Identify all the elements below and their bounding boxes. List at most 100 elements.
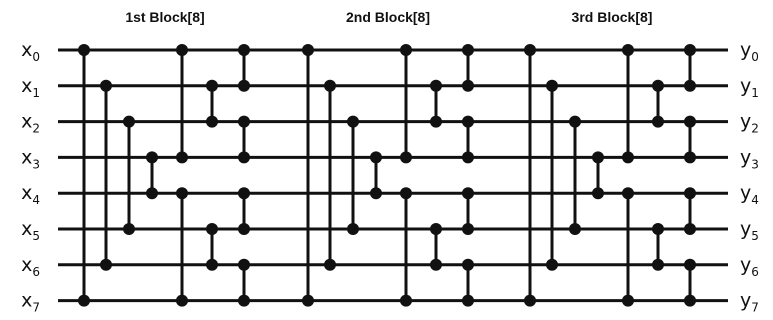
input-label-4: x4 xyxy=(21,182,40,207)
comparator-node-b1-w6 xyxy=(206,258,218,271)
output-label-1-subscript: 1 xyxy=(751,86,759,100)
comparator-node-b2-w7 xyxy=(400,294,412,307)
comparator-node-b1-w0 xyxy=(238,44,250,56)
output-label-0: y0 xyxy=(740,39,759,64)
comparator-node-b3-w0 xyxy=(622,44,634,56)
block-title-3: 3rd Block[8] xyxy=(572,9,653,25)
comparator-node-b1-w0 xyxy=(78,44,90,56)
input-label-5-subscript: 5 xyxy=(32,229,40,243)
comparator-node-b2-w0 xyxy=(462,44,474,56)
comparator-node-b2-w3 xyxy=(462,151,474,164)
input-label-5: x5 xyxy=(21,218,40,243)
comparator-node-b2-w2 xyxy=(462,115,474,128)
output-label-1-base: y xyxy=(740,75,751,97)
comparator-node-b1-w4 xyxy=(238,187,250,200)
comparator-node-b2-w6 xyxy=(324,258,336,271)
comparator-node-b2-w5 xyxy=(462,223,474,235)
block-title-2: 2nd Block[8] xyxy=(346,9,430,25)
input-label-6-base: x xyxy=(21,254,32,276)
comparator-node-b3-w7 xyxy=(684,294,696,307)
comparator-node-b1-w3 xyxy=(176,151,188,164)
comparator-node-b3-w2 xyxy=(652,115,664,128)
comparator-node-b2-w6 xyxy=(462,258,474,271)
output-label-5: y5 xyxy=(740,218,759,243)
comparator-node-b1-w4 xyxy=(176,187,188,200)
output-label-7-base: y xyxy=(740,290,751,312)
comparator-node-b1-w6 xyxy=(100,258,112,271)
comparator-node-b2-w4 xyxy=(370,187,382,200)
comparator-node-b3-w3 xyxy=(622,151,634,164)
comparator-node-b1-w2 xyxy=(123,115,135,128)
comparator-node-b1-w6 xyxy=(238,258,250,271)
comparator-node-b2-w3 xyxy=(370,151,382,164)
comparator-node-b3-w7 xyxy=(622,294,634,307)
input-label-3: x3 xyxy=(21,146,40,171)
comparator-node-b1-w2 xyxy=(206,115,218,128)
comparator-node-b2-w7 xyxy=(302,294,314,307)
input-label-1-subscript: 1 xyxy=(32,86,40,100)
input-label-6-subscript: 6 xyxy=(32,265,40,279)
wires xyxy=(58,48,728,303)
output-label-5-subscript: 5 xyxy=(751,229,759,243)
input-label-0-subscript: 0 xyxy=(32,50,40,64)
input-label-4-base: x xyxy=(21,182,32,204)
comparator-node-b2-w4 xyxy=(400,187,412,200)
input-label-7-base: x xyxy=(21,290,32,312)
comparator-node-b3-w2 xyxy=(684,115,696,128)
output-label-6-base: y xyxy=(740,254,751,276)
comparator-node-b3-w1 xyxy=(652,79,664,92)
output-label-4: y4 xyxy=(740,182,759,207)
output-label-7-subscript: 7 xyxy=(751,301,759,315)
input-label-1-base: x xyxy=(21,75,32,97)
comparator-node-b2-w1 xyxy=(324,79,336,92)
output-label-2: y2 xyxy=(740,111,759,136)
comparator-node-b2-w7 xyxy=(462,294,474,307)
comparator-node-b2-w2 xyxy=(347,115,359,128)
comparator-node-b2-w0 xyxy=(400,44,412,56)
comparator-node-b1-w5 xyxy=(238,223,250,235)
comparator-node-b2-w5 xyxy=(347,223,359,235)
comparator-node-b1-w1 xyxy=(206,79,218,92)
input-label-2-base: x xyxy=(21,111,32,133)
comparator-node-b1-w3 xyxy=(238,151,250,164)
comparator-node-b1-w5 xyxy=(123,223,135,235)
output-label-4-subscript: 4 xyxy=(751,193,759,207)
comparator-node-b1-w4 xyxy=(146,187,158,200)
comparator-node-b2-w1 xyxy=(462,79,474,92)
input-label-7: x7 xyxy=(21,290,40,315)
comparator-node-b3-w1 xyxy=(684,79,696,92)
input-label-2: x2 xyxy=(21,111,40,136)
input-label-2-subscript: 2 xyxy=(32,122,40,136)
comparator-node-b1-w3 xyxy=(146,151,158,164)
comparator-node-b1-w1 xyxy=(100,79,112,92)
input-label-0: x0 xyxy=(21,39,40,64)
block-titles: 1st Block[8]2nd Block[8]3rd Block[8] xyxy=(125,9,652,25)
comparator-node-b3-w1 xyxy=(546,79,558,92)
comparator-node-b3-w2 xyxy=(569,115,581,128)
output-label-2-base: y xyxy=(740,111,751,133)
input-label-0-base: x xyxy=(21,39,32,61)
comparator-node-b2-w3 xyxy=(400,151,412,164)
comparator-node-b3-w5 xyxy=(684,223,696,235)
comparator-node-b1-w0 xyxy=(176,44,188,56)
comparator-node-b1-w7 xyxy=(176,294,188,307)
comparator-node-b1-w7 xyxy=(78,294,90,307)
input-label-6: x6 xyxy=(21,254,40,279)
comparator-node-b3-w0 xyxy=(684,44,696,56)
comparator-node-b3-w3 xyxy=(684,151,696,164)
output-label-3-base: y xyxy=(740,146,751,168)
output-label-4-base: y xyxy=(740,182,751,204)
output-label-6: y6 xyxy=(740,254,759,279)
comparator-node-b3-w4 xyxy=(592,187,604,200)
output-label-6-subscript: 6 xyxy=(751,265,759,279)
comparator-node-b3-w4 xyxy=(622,187,634,200)
comparator-nodes xyxy=(78,44,696,307)
comparator-node-b1-w2 xyxy=(238,115,250,128)
output-label-5-base: y xyxy=(740,218,751,240)
comparator-node-b3-w5 xyxy=(652,223,664,235)
output-label-3-subscript: 3 xyxy=(751,157,759,171)
comparator-node-b2-w5 xyxy=(430,223,442,235)
comparator-node-b3-w4 xyxy=(684,187,696,200)
input-label-3-subscript: 3 xyxy=(32,157,40,171)
